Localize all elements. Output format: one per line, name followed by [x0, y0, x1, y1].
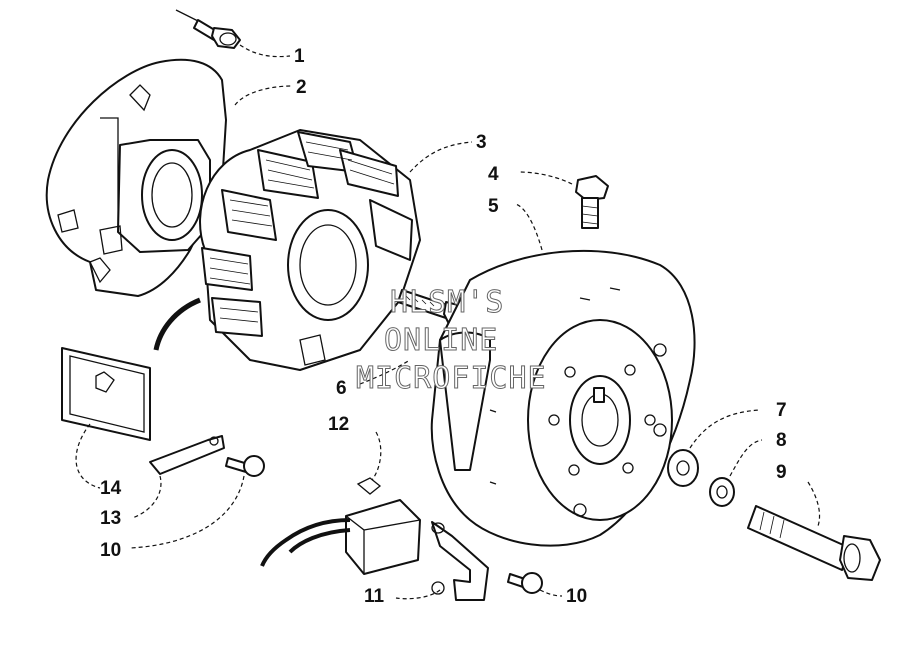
callout-14: 14: [100, 478, 122, 499]
callout-3: 3: [476, 132, 487, 153]
washer-part-7: [667, 449, 699, 487]
callout-10-left: 10: [100, 540, 121, 561]
lock-washer-part-8: [709, 477, 735, 507]
bolt-part-4: [575, 175, 609, 229]
callout-10-right: 10: [566, 586, 587, 607]
callout-2: 2: [296, 77, 307, 98]
callout-1: 1: [294, 46, 305, 67]
flywheel-bolt-part-9: [747, 505, 881, 581]
stator-part-3: [153, 129, 421, 371]
callout-8: 8: [776, 430, 787, 451]
bracket-part-11: [431, 521, 489, 601]
callout-9: 9: [776, 462, 787, 483]
watermark: HLSM'S ONLINE MICROFICHE: [356, 285, 547, 397]
flywheel-part-5: [430, 249, 696, 547]
callout-7: 7: [776, 400, 787, 421]
callout-6: 6: [336, 378, 347, 399]
pulser-coil-part-12: [260, 477, 421, 575]
callout-12: 12: [328, 414, 349, 435]
stator-housing-part-2: [45, 58, 227, 297]
screw-part-10-lower: [507, 572, 543, 594]
callout-13: 13: [100, 508, 121, 529]
watermark-line-2: ONLINE: [384, 323, 498, 358]
watermark-line-1: HLSM'S: [390, 285, 504, 320]
plate-part-14: [61, 347, 151, 441]
bracket-part-13: [149, 435, 225, 475]
callout-5: 5: [488, 196, 499, 217]
callout-4: 4: [488, 164, 499, 185]
callout-11: 11: [364, 586, 385, 607]
watermark-line-3: MICROFICHE: [356, 361, 547, 396]
screw-part-10-left: [225, 455, 265, 477]
bolt-part-1: [175, 9, 241, 49]
